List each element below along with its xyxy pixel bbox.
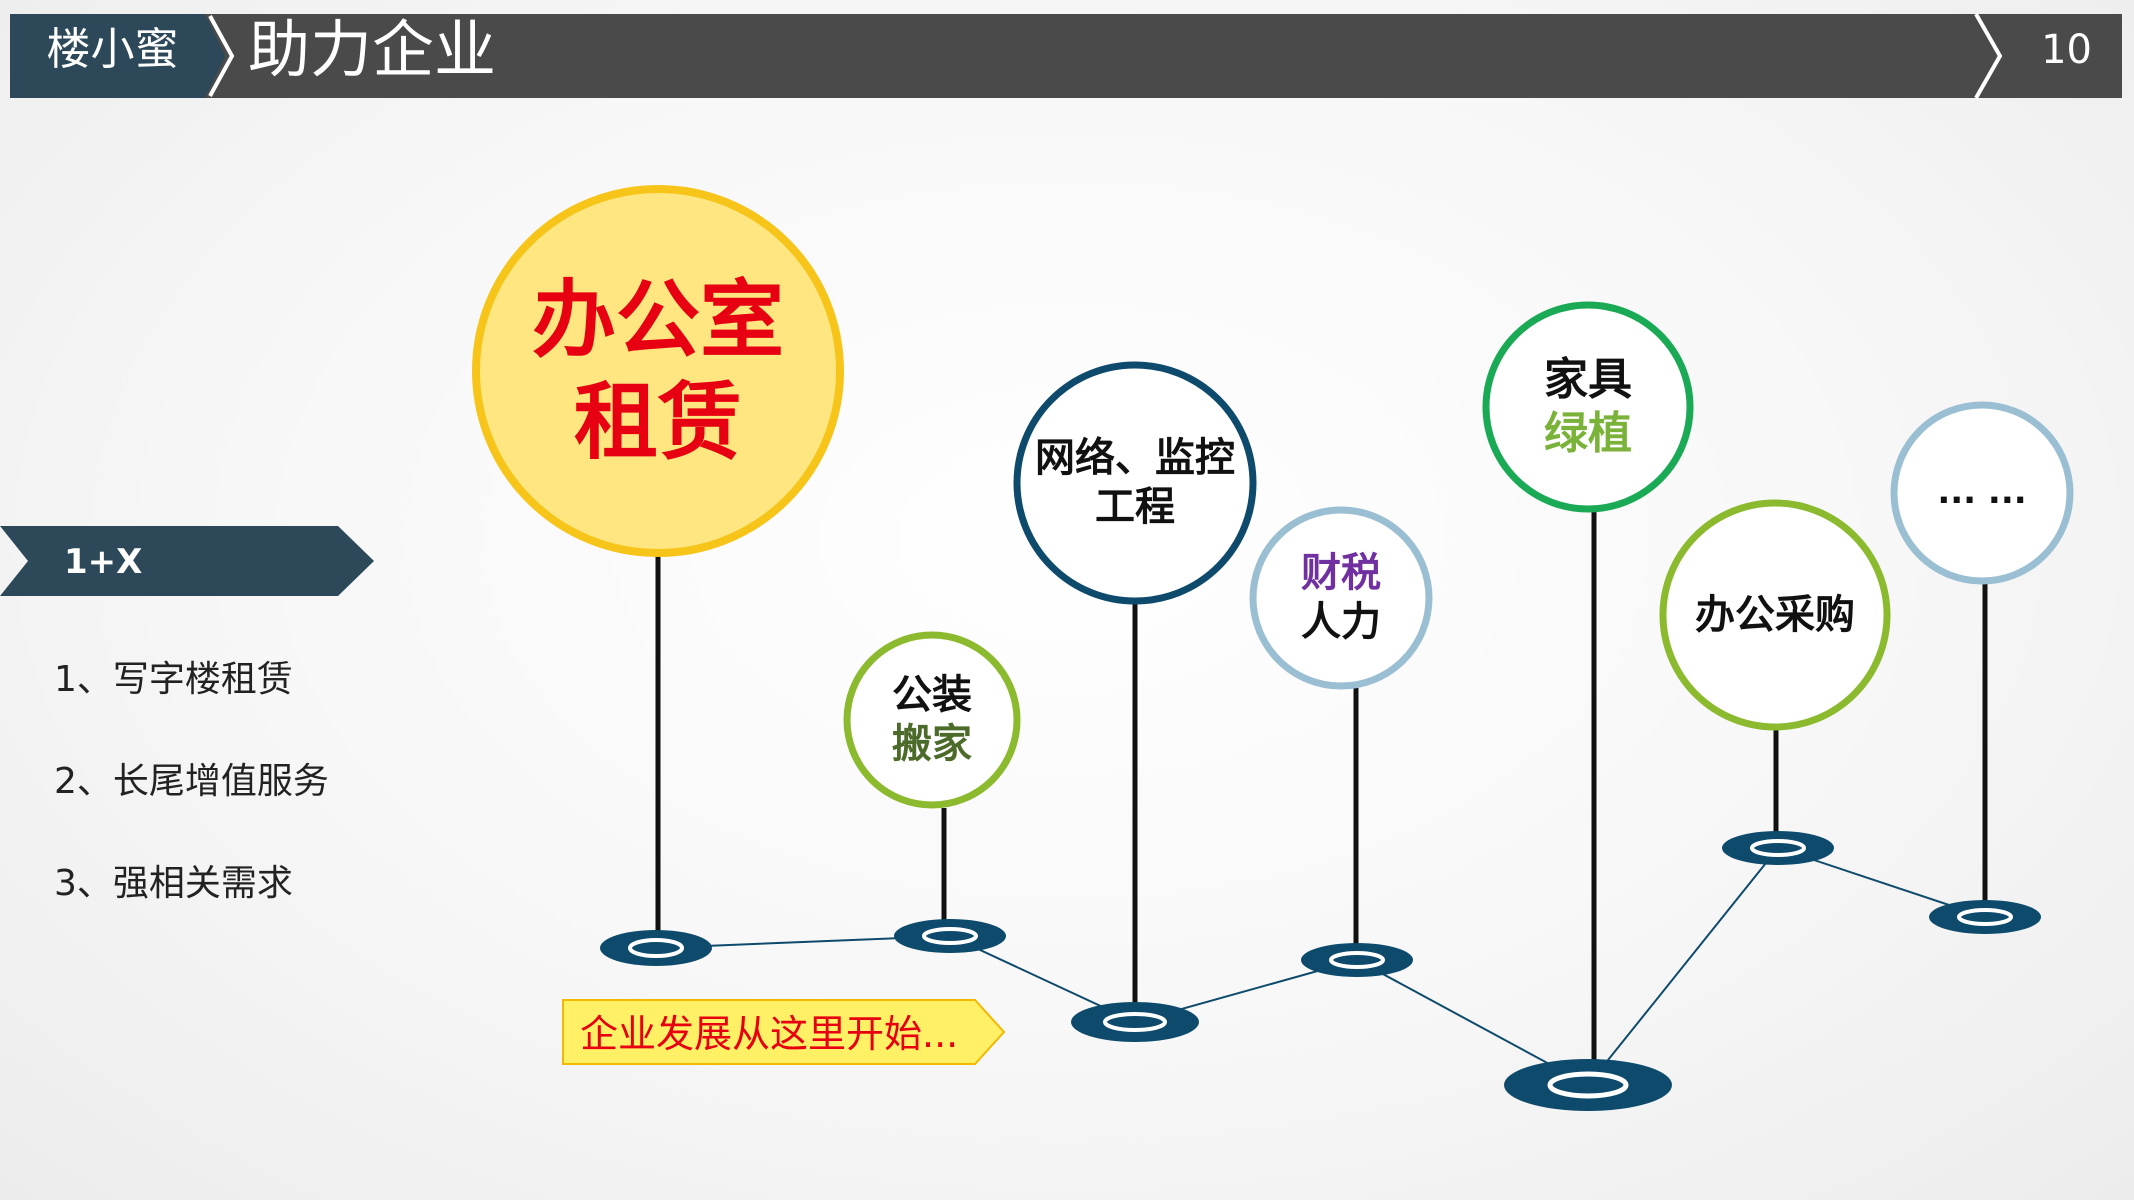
pin-base-icon [600, 930, 712, 966]
balloon-network-engineering: 网络、监控 工程 [1013, 361, 1257, 605]
page-title: 助力企业 [248, 13, 497, 86]
chevron-right-icon [1974, 13, 2003, 99]
title-bar [10, 14, 2122, 98]
purchase-circle [1659, 499, 1891, 731]
balloon-label: 公装 [892, 672, 972, 719]
balloon-label: 网络、监控 [1035, 435, 1235, 482]
balloon-office-purchasing: 办公采购 [1658, 498, 1892, 732]
more-circle [1890, 401, 2074, 585]
point-item: 1、写字楼租赁 [54, 659, 293, 700]
balloon-label: 办公采购 [1695, 591, 1855, 638]
balloon-circles [472, 185, 2074, 809]
pin-base-icon [1301, 943, 1413, 977]
pin-bases [600, 831, 2041, 1111]
balloon-tax-hr: 财税 人力 [1249, 506, 1433, 690]
pin-base-icon [1929, 900, 2041, 934]
balloon-label: 绿植 [1544, 408, 1632, 459]
network-circle [1013, 361, 1257, 605]
pin-base-icon [1722, 831, 1834, 865]
start-callout-shape [562, 999, 1006, 1065]
office-circle [472, 185, 844, 557]
balloon-label: 工程 [1095, 484, 1175, 530]
tag-ribbon [0, 526, 374, 596]
pin-stems [655, 512, 1988, 1085]
decoration-circle [843, 631, 1021, 809]
pin-base-icon [1071, 1002, 1199, 1042]
page-number: 10 [2041, 27, 2092, 73]
tax-circle [1249, 506, 1433, 690]
start-callout: 企业发展从这里开始... [580, 1012, 959, 1056]
balloon-decoration-moving: 公装 搬家 [843, 631, 1021, 809]
balloon-furniture-plants: 家具 绿植 [1482, 301, 1694, 513]
brand-block [10, 14, 225, 98]
pin-base-icon [1504, 1059, 1672, 1111]
point-item: 2、长尾增值服务 [54, 761, 329, 802]
balloon-label: 财税 [1301, 550, 1381, 597]
balloon-more: ... ... [1890, 401, 2074, 585]
sidebar-tag-shape [0, 526, 374, 596]
chevron-separator-icon [208, 15, 235, 97]
header-background [10, 13, 2122, 99]
balloon-label: 人力 [1301, 599, 1381, 645]
sidebar-tag: 1+X [64, 542, 143, 582]
pin-base-icon [894, 919, 1006, 953]
point-item: 3、强相关需求 [54, 863, 293, 904]
balloon-label: 家具 [1544, 354, 1632, 406]
balloon-label: 办公室 [531, 270, 784, 369]
balloon-office-rental: 办公室 租赁 [470, 183, 846, 559]
balloon-label: 租赁 [573, 373, 742, 471]
furniture-circle [1482, 301, 1694, 513]
balloon-label: ... ... [1937, 472, 2027, 513]
start-callout-arrow [562, 999, 1006, 1065]
balloon-label: 搬家 [892, 721, 972, 767]
brand-name: 楼小蜜 [46, 24, 179, 75]
header-bar: 楼小蜜 助力企业 10 [0, 0, 2134, 100]
